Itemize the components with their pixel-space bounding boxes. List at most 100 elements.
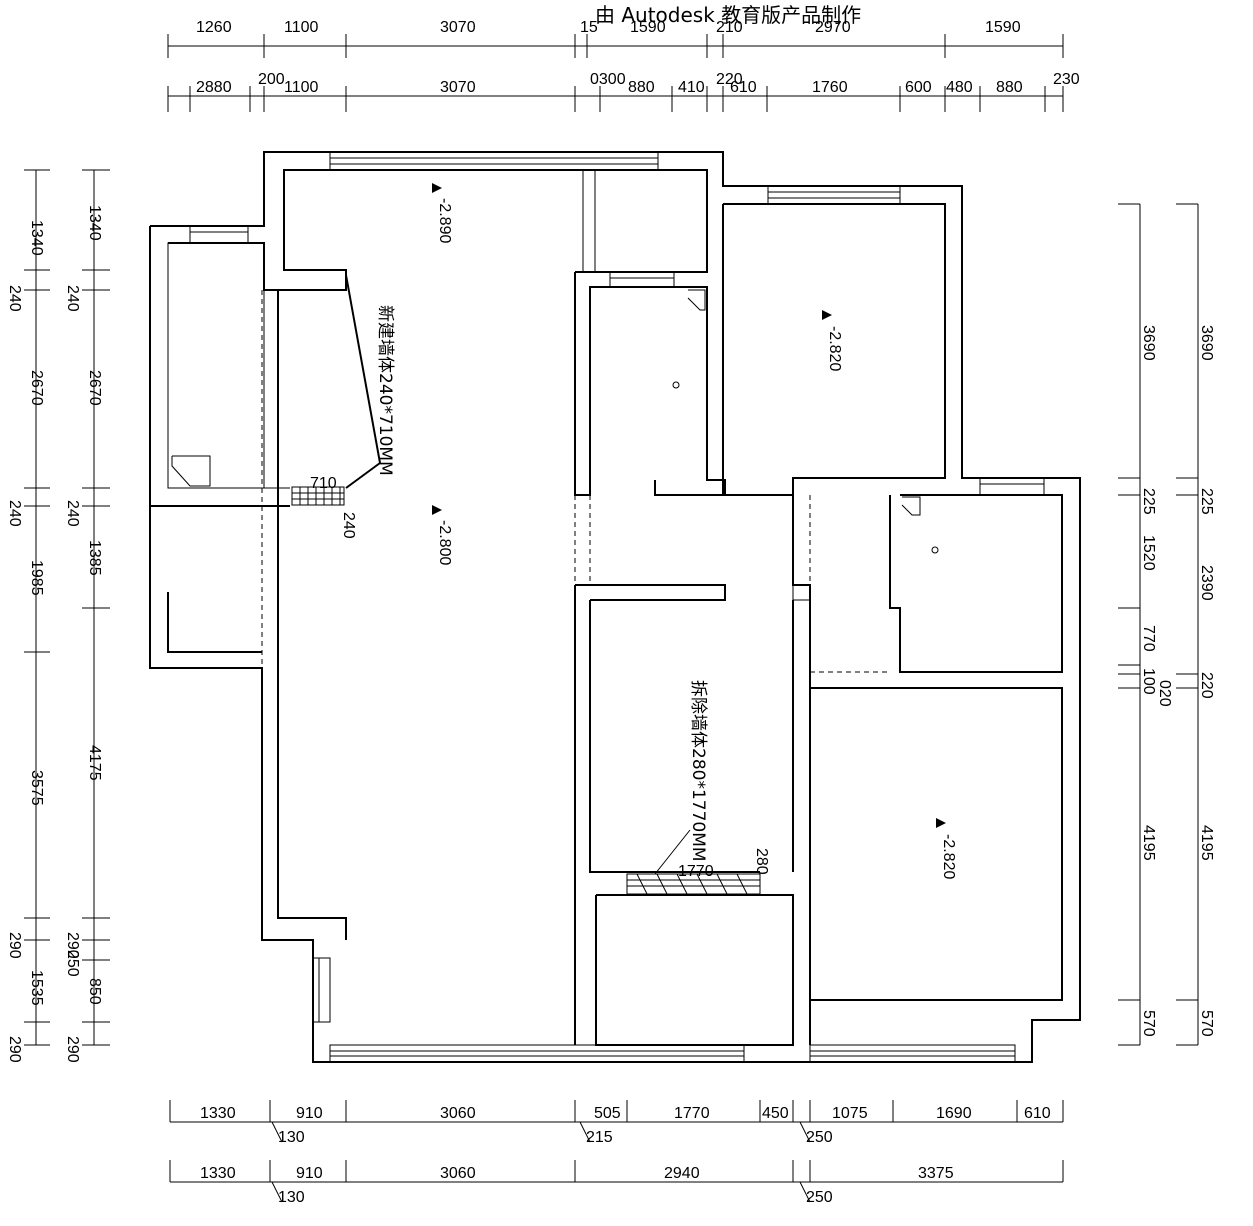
dim-label: 220 <box>716 71 743 88</box>
dim-label: 2970 <box>815 19 851 36</box>
dim-label: 290 <box>6 1036 23 1063</box>
elevation-label: -2.820 <box>940 834 957 879</box>
dim-label: 240 <box>64 500 81 527</box>
new-wall-width: 710 <box>310 475 337 492</box>
dim-label: 910 <box>296 1105 323 1122</box>
elevation-label: -2.820 <box>826 326 843 371</box>
top-dimension-row-1: 1260 1100 3070 15 1590 210 2970 1590 <box>167 19 1064 58</box>
elevation-flag-icon <box>936 818 946 828</box>
dim-label: 1385 <box>86 540 103 576</box>
top-dimension-row-2: 2880 200 1100 3070 0300 880 410 220 610 … <box>167 71 1080 112</box>
dim-label: 1260 <box>196 19 232 36</box>
dim-label: 2390 <box>1198 565 1215 601</box>
fixtures <box>171 289 939 601</box>
elevation-label: -2.800 <box>436 520 453 565</box>
dim-label: 4195 <box>1140 825 1157 861</box>
remove-wall-note: 拆除墙体280*1770MM <box>688 680 708 862</box>
watermark-text: 由 Autodesk 教育版产品制作 <box>595 3 861 27</box>
drain-icon <box>672 381 680 389</box>
dim-label: 600 <box>905 79 932 96</box>
right-dimension-a: 3690 225 1520 770 100 020 4195 570 <box>1118 203 1173 1046</box>
elevation-flag-icon <box>432 183 442 193</box>
dim-label: 910 <box>296 1165 323 1182</box>
dim-label: 15 <box>580 19 598 36</box>
dim-label: 410 <box>678 79 705 96</box>
dim-label: 1340 <box>28 220 45 256</box>
dim-label: 2940 <box>664 1165 700 1182</box>
dashed-openings <box>261 290 890 1045</box>
dim-label: 240 <box>6 285 23 312</box>
dim-label: 3070 <box>440 79 476 96</box>
dim-label: 0300 <box>590 71 626 88</box>
dim-label: 250 <box>64 950 81 977</box>
dim-label: 880 <box>996 79 1023 96</box>
dim-label: 240 <box>6 500 23 527</box>
column-icon <box>792 584 811 601</box>
bottom-dimension-row-1: 1330 130 910 3060 215 505 1770 450 250 1… <box>169 1100 1064 1146</box>
dim-label: 225 <box>1140 488 1157 515</box>
shaft-icon <box>901 496 921 516</box>
dim-label: 1100 <box>284 19 319 36</box>
walls <box>149 151 1081 1063</box>
dim-label: 850 <box>86 978 103 1005</box>
elevation-flag-icon <box>822 310 832 320</box>
dim-label: 2880 <box>196 79 232 96</box>
dim-label: 210 <box>716 19 743 36</box>
dim-label: 570 <box>1140 1010 1157 1037</box>
dim-label: 3690 <box>1198 325 1215 361</box>
removed-wall-block: 1770 280 <box>626 829 770 895</box>
dim-label: 1075 <box>832 1105 868 1122</box>
bottom-dimension-row-2: 1330 130 910 3060 2940 250 3375 <box>169 1160 1064 1206</box>
dim-label: 1770 <box>674 1105 710 1122</box>
appliance-icon <box>171 455 211 487</box>
dim-label: 1760 <box>812 79 848 96</box>
dim-label: 450 <box>762 1105 789 1122</box>
dim-label: 4195 <box>1198 825 1215 861</box>
new-wall-depth: 240 <box>340 512 357 539</box>
dim-label: 250 <box>806 1129 833 1146</box>
dim-label: 130 <box>278 1129 305 1146</box>
dim-label: 220 <box>1198 672 1215 699</box>
dim-label: 1690 <box>936 1105 972 1122</box>
dim-label: 570 <box>1198 1010 1215 1037</box>
elevation-flag-icon <box>432 505 442 515</box>
new-wall-note: 新建墙体240*710MM <box>375 305 395 476</box>
dim-label: 3060 <box>440 1165 476 1182</box>
dim-label: 1330 <box>200 1105 236 1122</box>
dim-label: 2670 <box>28 370 45 406</box>
dim-label: 200 <box>258 71 285 88</box>
dim-label: 770 <box>1140 625 1157 652</box>
dim-label: 130 <box>278 1189 305 1206</box>
dim-label: 2670 <box>86 370 103 406</box>
dim-label: 4175 <box>86 745 103 781</box>
dim-label: 290 <box>64 932 81 959</box>
dim-label: 1590 <box>630 19 666 36</box>
elevation-markers: -2.890 -2.800 -2.820 -2.820 <box>432 183 957 879</box>
dim-label: 1330 <box>200 1165 236 1182</box>
elevation-label: -2.890 <box>436 198 453 243</box>
dim-label: 505 <box>594 1105 621 1122</box>
dim-label: 1985 <box>28 560 45 596</box>
removed-wall-width: 1770 <box>678 863 714 880</box>
dim-label: 1100 <box>284 79 319 96</box>
dim-label: 3690 <box>1140 325 1157 361</box>
dim-label: 880 <box>628 79 655 96</box>
shaft-icon <box>687 289 706 311</box>
dim-label: 290 <box>64 1036 81 1063</box>
left-dimension-b: 1340 240 2670 240 1385 4175 290 250 850 … <box>64 169 110 1063</box>
dim-label: 230 <box>1053 71 1080 88</box>
dim-label: 1535 <box>28 970 45 1006</box>
dim-label: 3060 <box>440 1105 476 1122</box>
dim-label: 3575 <box>28 770 45 806</box>
new-wall-block: 710 240 <box>291 475 357 539</box>
left-dimension-a: 1340 240 2670 240 1985 3575 290 1535 290 <box>6 169 50 1063</box>
right-dimension-b: 3690 225 2390 220 4195 570 <box>1176 203 1215 1046</box>
dim-label: 3070 <box>440 19 476 36</box>
dim-label: 3375 <box>918 1165 954 1182</box>
dim-label: 225 <box>1198 488 1215 515</box>
dim-label: 1520 <box>1140 535 1157 571</box>
dim-label: 290 <box>6 932 23 959</box>
dim-label: 480 <box>946 79 973 96</box>
removed-wall-depth: 280 <box>753 848 770 875</box>
